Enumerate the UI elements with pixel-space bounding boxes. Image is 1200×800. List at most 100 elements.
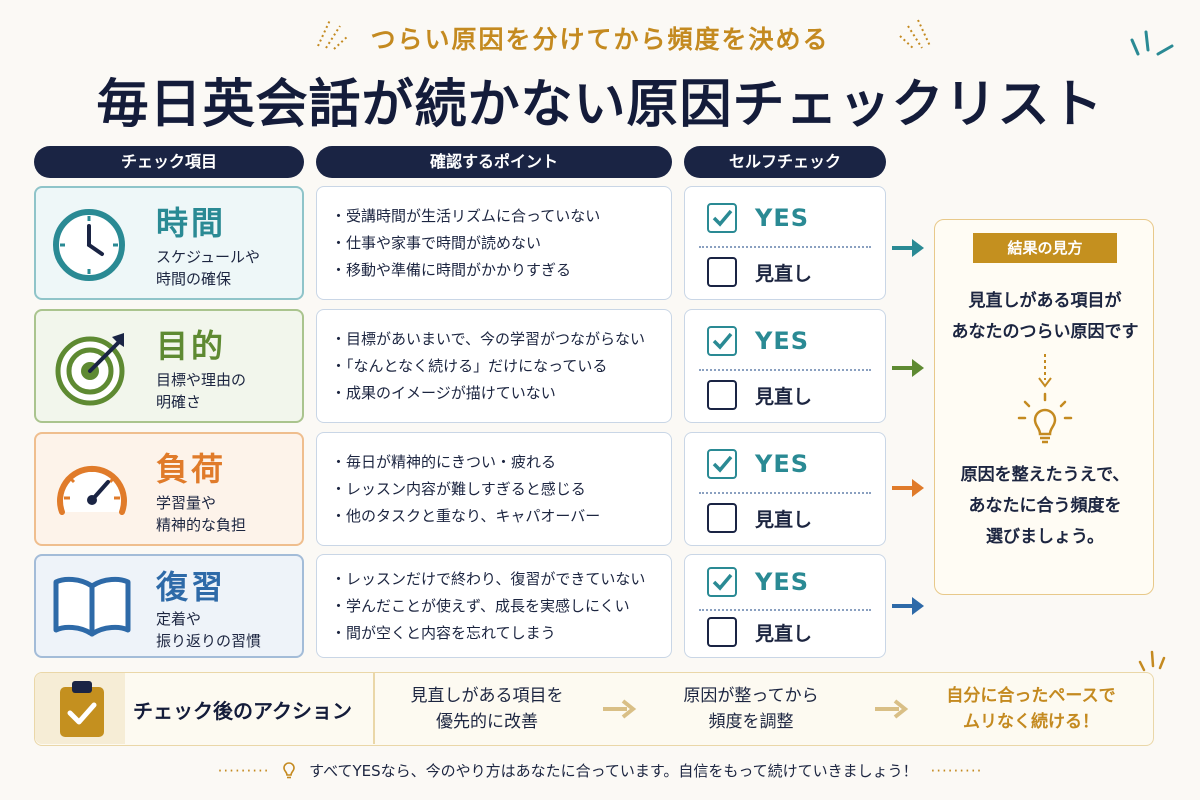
- clipboard-check-icon: [60, 681, 104, 737]
- column-header-item: チェック項目: [34, 146, 304, 178]
- action-step-line: 自分に合ったペースで: [946, 686, 1116, 706]
- dotted-rule: ·········: [217, 762, 270, 780]
- review-checkbox[interactable]: [707, 503, 737, 533]
- point-item: 他のタスクと重なり、キャパオーバー: [331, 503, 671, 530]
- point-item: 目標があいまいで、今の学習がつながらない: [331, 326, 671, 353]
- column-header-selfcheck: セルフチェック: [684, 146, 886, 178]
- arrow-right-icon: [892, 479, 924, 497]
- checkmark-icon: [712, 455, 733, 473]
- selfcheck-card-time: YES 見直し: [684, 186, 886, 300]
- selfcheck-card-load: YES 見直し: [684, 432, 886, 546]
- sparkle-right-icon: [899, 19, 931, 50]
- sparkle-left-icon: [317, 19, 349, 50]
- category-desc-line: 時間の確保: [156, 270, 232, 288]
- action-step-line: 原因が整ってから: [683, 686, 819, 706]
- accent-lines-icon: [1130, 30, 1174, 56]
- yes-label: YES: [755, 450, 810, 478]
- point-item: 仕事や家事で時間が読めない: [331, 230, 671, 257]
- point-item: 間が空くと内容を忘れてしまう: [331, 620, 671, 647]
- checkmark-icon: [712, 573, 733, 591]
- category-desc-line: 明確さ: [156, 393, 202, 411]
- result-line: 見直しがある項目が: [968, 291, 1122, 311]
- point-item: 毎日が精神的にきつい・疲れる: [331, 449, 671, 476]
- yes-label: YES: [755, 204, 810, 232]
- action-step-line: ムリなく続ける！: [963, 712, 1099, 732]
- yes-label: YES: [755, 327, 810, 355]
- arrow-right-icon: [875, 699, 909, 719]
- points-card-time: 受講時間が生活リズムに合っていない 仕事や家事で時間が読めない 移動や準備に時間…: [316, 186, 672, 300]
- review-checkbox[interactable]: [707, 380, 737, 410]
- category-desc-line: 定着や: [156, 610, 202, 628]
- selfcheck-card-review: YES 見直し: [684, 554, 886, 658]
- category-title: 時間: [156, 204, 227, 242]
- category-card-load: 負荷 学習量や 精神的な負担: [34, 432, 304, 546]
- divider: [699, 609, 871, 611]
- yes-label: YES: [755, 568, 810, 596]
- point-item: レッスンだけで終わり、復習ができていない: [331, 566, 671, 593]
- point-item: 移動や準備に時間がかかりすぎる: [331, 257, 671, 284]
- result-line: あなたのつらい原因です: [951, 322, 1139, 342]
- category-title: 負荷: [156, 450, 227, 488]
- result-text-advice: 原因を整えたうえで、 あなたに合う頻度を 選びましょう。: [935, 460, 1155, 553]
- divider: [699, 492, 871, 494]
- point-item: レッスン内容が難しすぎると感じる: [331, 476, 671, 503]
- category-card-review: 復習 定着や 振り返りの習慣: [34, 554, 304, 658]
- result-panel: 結果の見方 見直しがある項目が あなたのつらい原因です 原因を整えたうえで、 あ…: [934, 219, 1154, 595]
- point-item: 受講時間が生活リズムに合っていない: [331, 203, 671, 230]
- review-checkbox[interactable]: [707, 257, 737, 287]
- result-badge: 結果の見方: [973, 233, 1117, 263]
- yes-checkbox[interactable]: [707, 326, 737, 356]
- divider: [699, 369, 871, 371]
- category-description: 定着や 振り返りの習慣: [156, 608, 261, 652]
- action-step-final: 自分に合ったペースで ムリなく続ける！: [921, 683, 1141, 735]
- arrow-right-icon: [892, 359, 924, 377]
- book-icon: [53, 576, 131, 637]
- arrow-right-icon: [603, 699, 637, 719]
- yes-checkbox[interactable]: [707, 567, 737, 597]
- category-title: 復習: [156, 568, 227, 606]
- review-label: 見直し: [755, 385, 813, 408]
- action-step-line: 優先的に改善: [436, 712, 538, 732]
- review-label: 見直し: [755, 262, 813, 285]
- target-icon: [55, 333, 125, 406]
- action-step-line: 頻度を調整: [708, 712, 794, 732]
- action-icon-area: [35, 673, 125, 744]
- result-line: 原因を整えたうえで、: [960, 465, 1130, 485]
- result-line: あなたに合う頻度を: [968, 496, 1122, 516]
- category-desc-line: スケジュールや: [156, 248, 260, 266]
- subtitle: つらい原因を分けてから頻度を決める: [370, 25, 830, 54]
- yes-checkbox[interactable]: [707, 203, 737, 233]
- review-label: 見直し: [755, 508, 813, 531]
- review-label: 見直し: [755, 622, 813, 645]
- point-item: 学んだことが使えず、成長を実感しにくい: [331, 593, 671, 620]
- dotted-rule: ·········: [930, 762, 983, 780]
- arrow-down-icon: [1038, 354, 1052, 388]
- arrow-right-icon: [892, 597, 924, 615]
- category-description: 学習量や 精神的な負担: [156, 492, 246, 536]
- action-step-line: 見直しがある項目を: [410, 686, 564, 706]
- checkmark-icon: [712, 332, 733, 350]
- category-desc-line: 学習量や: [156, 494, 217, 512]
- divider: [699, 246, 871, 248]
- review-checkbox[interactable]: [707, 617, 737, 647]
- action-step: 見直しがある項目を 優先的に改善: [387, 683, 587, 735]
- point-item: 「なんとなく続ける」だけになっている: [331, 353, 671, 380]
- gauge-icon: [57, 465, 127, 515]
- yes-checkbox[interactable]: [707, 449, 737, 479]
- page-title: 毎日英会話が続かない原因チェックリスト: [96, 75, 1104, 135]
- checkmark-icon: [712, 209, 733, 227]
- category-desc-line: 精神的な負担: [156, 516, 247, 534]
- point-item: 成果のイメージが描けていない: [331, 380, 671, 407]
- footer-note: ········· すべてYESなら、今のやり方はあなたに合っています。自信をも…: [0, 760, 1200, 781]
- selfcheck-card-purpose: YES 見直し: [684, 309, 886, 423]
- points-card-load: 毎日が精神的にきつい・疲れる レッスン内容が難しすぎると感じる 他のタスクと重な…: [316, 432, 672, 546]
- arrow-right-icon: [892, 239, 924, 257]
- clock-icon: [53, 209, 125, 281]
- action-title: チェック後のアクション: [133, 699, 352, 723]
- category-desc-line: 目標や理由の: [156, 371, 247, 389]
- divider: [373, 673, 375, 744]
- result-text-cause: 見直しがある項目が あなたのつらい原因です: [935, 286, 1155, 348]
- sparkle-icon: [1138, 650, 1166, 672]
- footer-text: すべてYESなら、今のやり方はあなたに合っています。自信をもって続けていきましょ…: [309, 762, 918, 780]
- lightbulb-icon: [1017, 392, 1073, 444]
